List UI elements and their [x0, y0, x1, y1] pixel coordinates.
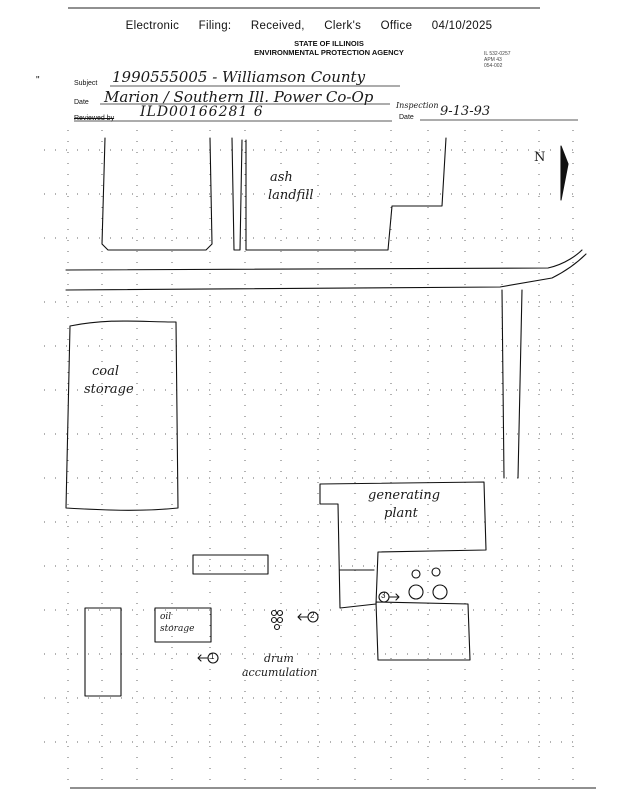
subject-label: Subject: [74, 80, 98, 87]
marker-3-circle: [378, 591, 390, 603]
tank-1: [408, 584, 424, 600]
landfill-cell-right: [245, 137, 447, 251]
oil-label: oil: [160, 612, 172, 622]
marker-3-arrow: [389, 593, 400, 601]
road-spur-right: [517, 289, 523, 479]
marker-1-arrow: [197, 654, 208, 662]
form-code-1: IL 532-0257: [484, 51, 511, 57]
date-value: Marion / Southern Ill. Power Co-Op: [104, 88, 374, 106]
plant-annex: [375, 601, 471, 661]
oil-storage-label: storage: [160, 624, 195, 634]
building-tall: [84, 607, 122, 697]
drum-group: [270, 609, 284, 631]
landfill-label: landfill: [268, 188, 314, 203]
inspection-date-label: Date: [399, 114, 414, 121]
ash-label: ash: [270, 170, 293, 185]
reviewed-label: Reviewed by: [74, 115, 115, 122]
subject-value: 1990555005 - Williamson County: [112, 68, 366, 86]
marker-1-label: 1: [210, 652, 215, 661]
form-code-2: APM 43: [484, 57, 502, 63]
marker-2-label: 2: [310, 611, 315, 620]
stamp-office: Office: [380, 20, 413, 32]
margin-mark: ": [36, 75, 40, 86]
coal-storage-outline: [65, 320, 179, 511]
plant-label: plant: [384, 506, 418, 521]
generating-label: generating: [368, 488, 441, 503]
road-spur-left: [501, 289, 505, 479]
landfill-divider: [231, 137, 243, 251]
north-label: N: [534, 150, 546, 165]
marker-2-arrow: [297, 613, 308, 621]
accumulation-label: accumulation: [242, 666, 318, 679]
north-arrow-icon: [560, 145, 569, 201]
coal-label: coal: [92, 364, 120, 379]
storage-label: storage: [84, 382, 134, 397]
landfill-cell-left: [101, 137, 213, 251]
marker-2-circle: [307, 611, 319, 623]
drum-label: drum: [264, 652, 294, 665]
agency-heading: ENVIRONMENTAL PROTECTION AGENCY: [254, 48, 404, 57]
reviewed-value: ILD00166281 6: [140, 104, 264, 120]
filing-stamp: Electronic Filing: Received, Clerk's Off…: [0, 20, 618, 32]
marker-1-circle: [207, 652, 219, 664]
date-label: Date: [74, 99, 89, 106]
tank-small-1: [411, 569, 421, 579]
stamp-clerks: Clerk's: [324, 20, 362, 32]
marker-3-label: 3: [381, 591, 386, 600]
stamp-received: Received,: [250, 20, 305, 32]
road-lower: [65, 253, 587, 291]
grid-dots: [44, 130, 580, 780]
road-upper: [65, 249, 583, 271]
tank-2: [432, 584, 448, 600]
stamp-filing: Filing:: [198, 20, 232, 32]
form-code-3: 054-002: [484, 63, 503, 69]
stamp-electronic: Electronic: [125, 20, 180, 32]
state-heading: STATE OF ILLINOIS: [294, 39, 364, 48]
inspection-label: Inspection: [396, 101, 439, 110]
oil-storage-outline: [154, 607, 212, 643]
tank-small-2: [431, 567, 441, 577]
inspection-date-value: 9-13-93: [440, 104, 491, 119]
building-rect: [192, 554, 269, 575]
stamp-date: 04/10/2025: [431, 20, 493, 32]
